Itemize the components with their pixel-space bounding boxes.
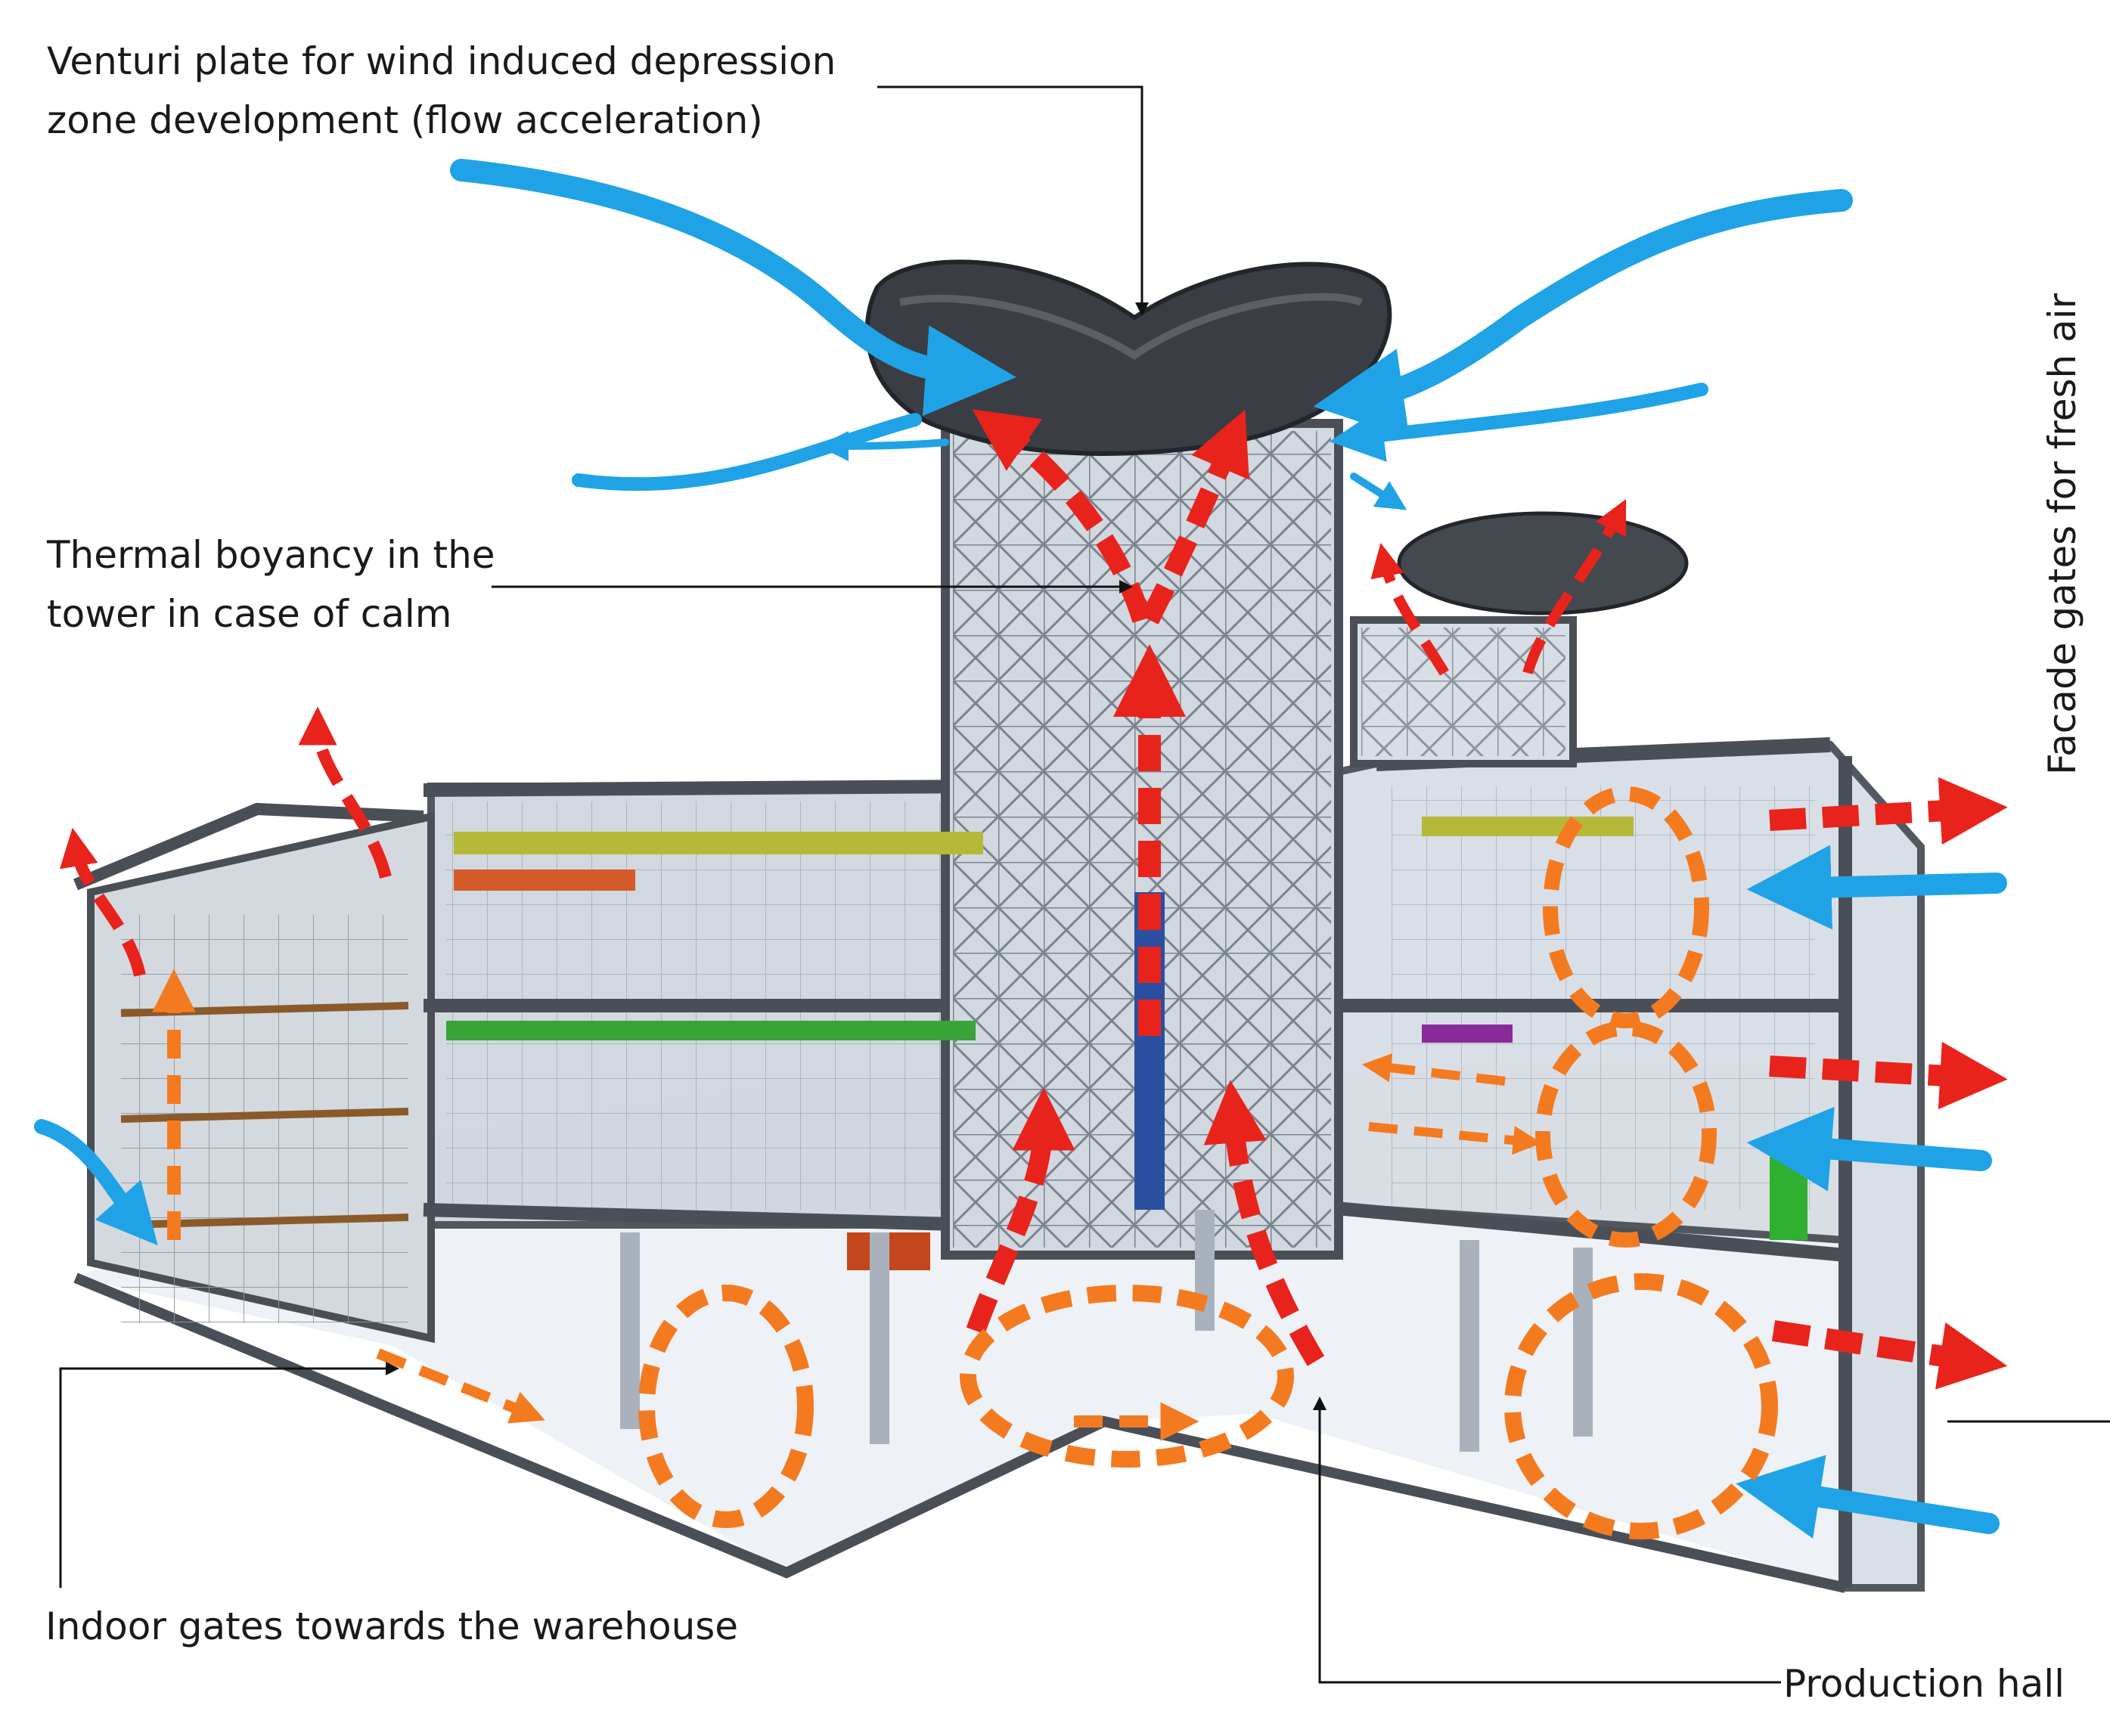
- wind-arrow-top-left: [450, 159, 1016, 417]
- exhaust-warehouse-roof-1: [298, 706, 392, 879]
- wind-inflow-arrows: [34, 159, 2007, 1539]
- production-hall-label: Production hall: [1783, 1662, 2065, 1706]
- thermal-label-line-2: tower in case of calm: [47, 592, 452, 636]
- leader-indoor-gates: [59, 1362, 399, 1588]
- recirc-warehouse-gate: [376, 1348, 545, 1424]
- leader-production-hall: [1313, 1397, 1781, 1684]
- wind-arrow-facade-3: [1736, 1455, 2000, 1539]
- facade-label: Facade gates for fresh air: [2040, 293, 2084, 775]
- middle-slab-2: [423, 1203, 984, 1232]
- leader-venturi: [877, 85, 1149, 316]
- exhaust-facade-3: [1771, 1320, 2008, 1390]
- loop-right-upper: [1543, 786, 1709, 1028]
- thermal-label-line-1: Thermal boyancy in the: [47, 533, 495, 577]
- loop-right-low: [1504, 1273, 1778, 1539]
- loop-center: [960, 1285, 1294, 1468]
- venturi-label: Venturi plate for wind induced depressio…: [47, 32, 836, 150]
- wind-arrow-facade-1: [1746, 845, 2007, 930]
- right-wing-glazing: [1392, 786, 1815, 1210]
- exhaust-facade-1: [1769, 777, 2008, 845]
- exhaust-secondary-right: [1522, 498, 1627, 674]
- wind-arrow-tower-small: [1350, 473, 1407, 510]
- exhaust-tower-right: [1140, 409, 1249, 625]
- exhaust-facade-2: [1769, 1041, 2008, 1110]
- duct-green: [446, 1021, 976, 1040]
- wind-arrow-mid-left-return: [818, 430, 949, 461]
- venturi-label-line-2: zone development (flow acceleration): [47, 98, 763, 142]
- floor-edge: [73, 1273, 1847, 1593]
- wind-arrow-mid-left: [572, 413, 922, 491]
- exhaust-floor-right: [1203, 1080, 1325, 1366]
- exhaust-floor-left: [966, 1087, 1075, 1335]
- leader-facade-right: [1947, 1420, 2110, 1423]
- recirc-mid-floor-2: [1368, 1122, 1543, 1155]
- exhaust-secondary-left: [1370, 543, 1450, 676]
- wind-arrow-mid-right: [1329, 383, 1708, 462]
- venturi-label-line-1: Venturi plate for wind induced depressio…: [47, 39, 836, 83]
- middle-roof: [423, 780, 984, 797]
- duct-purple: [1422, 1025, 1513, 1043]
- loop-left: [638, 1285, 814, 1528]
- venturi-plate-inner: [898, 293, 1363, 360]
- wind-arrow-facade-2: [1746, 1106, 1992, 1192]
- loop-right-mid: [1535, 1021, 1717, 1248]
- right-slab-2: [1270, 1195, 1846, 1262]
- wind-arrow-warehouse: [34, 1119, 158, 1246]
- indoor-gates-label: Indoor gates towards the warehouse: [45, 1604, 739, 1648]
- tower-duct: [1134, 892, 1165, 1210]
- leader-lines: [59, 85, 2110, 1684]
- recirc-mid-floor-1: [1361, 1053, 1506, 1086]
- secondary-venturi-plate: [1397, 511, 1689, 615]
- columns: [620, 1210, 1593, 1452]
- exhaust-warehouse-roof-2: [59, 827, 146, 977]
- warehouse-roof-frame: [73, 802, 424, 891]
- thermal-label: Thermal boyancy in the tower in case of …: [47, 525, 495, 643]
- internal-recirculation: [152, 786, 1778, 1539]
- duct-green-right: [1770, 1157, 1807, 1240]
- wind-arrow-top-right: [1313, 189, 1853, 439]
- duct-yellow: [454, 832, 983, 854]
- duct-yellow-right: [1422, 817, 1634, 836]
- duct-orange: [454, 870, 635, 891]
